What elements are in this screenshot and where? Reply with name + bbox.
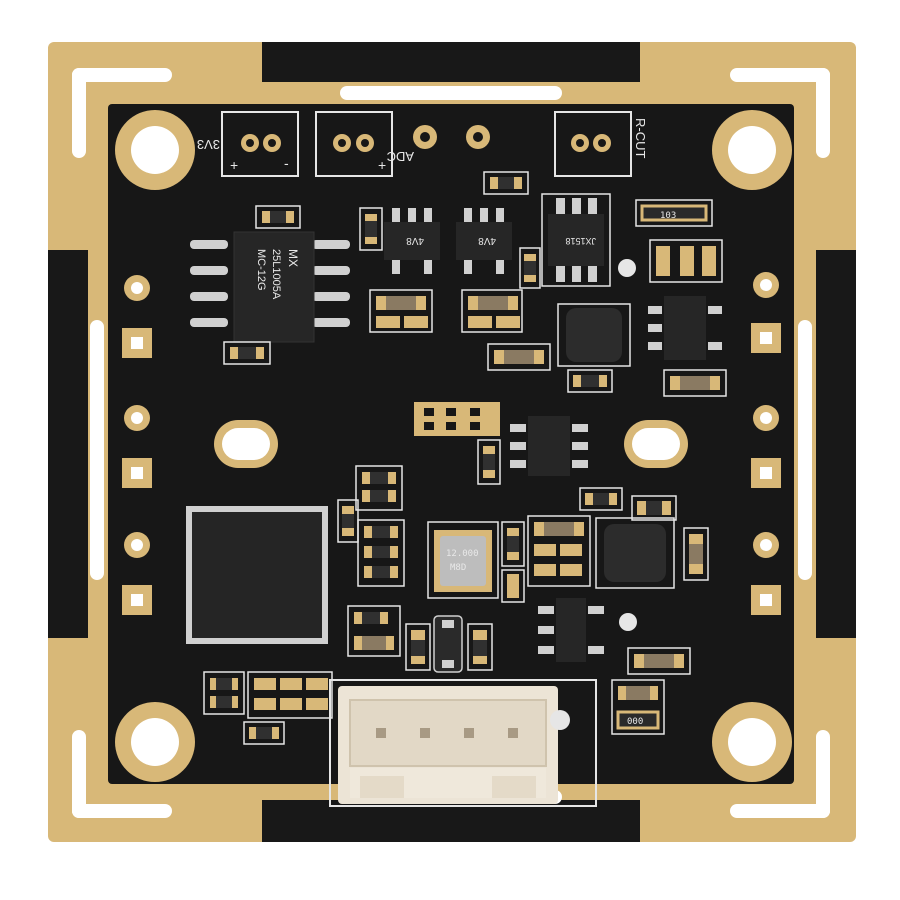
- via-hole: [473, 132, 483, 142]
- flash-chip: [190, 231, 350, 343]
- test-point: [619, 613, 637, 631]
- passive-components-center: [501, 487, 677, 603]
- flash-label-1: MX: [286, 249, 300, 267]
- sot-chip-a: [384, 208, 440, 274]
- resistor-000-label: 000: [627, 717, 643, 727]
- sot-chip-c: [541, 193, 611, 287]
- label-minus-left: -: [284, 155, 289, 171]
- via-hole: [420, 132, 430, 142]
- flash-label-2: 25L1005A: [270, 249, 282, 300]
- connector-icon: [329, 679, 597, 807]
- header-adc: [315, 111, 393, 177]
- slot-corner-br-v: [816, 730, 830, 818]
- slot-corner-bl-v: [72, 730, 86, 818]
- slot-corner-br-h: [730, 804, 830, 818]
- oval-cutout: [624, 420, 688, 468]
- label-3v3: 3V3: [197, 137, 220, 152]
- crystal-label-1: 12.000: [446, 549, 479, 559]
- smd-parts-top: [230, 177, 720, 390]
- header-3v3: [221, 111, 299, 177]
- cap-vertical: [477, 439, 501, 485]
- slot-corner-tl-h: [72, 68, 172, 82]
- slot-corner-tl-v: [72, 68, 86, 158]
- inductor-icon: [557, 303, 631, 367]
- crystal-icon: [427, 521, 499, 599]
- mounting-hole-icon: [712, 110, 792, 190]
- sot-b-label: 4V8: [478, 235, 496, 246]
- passive-components-right-lower: [611, 647, 691, 735]
- frame-strip-top: [262, 42, 640, 82]
- slot-left: [90, 320, 104, 580]
- slot-top: [340, 86, 562, 100]
- passive-components-lower: [347, 605, 493, 673]
- qfn-chip-icon: [186, 506, 328, 644]
- slot-corner-bl-h: [72, 804, 172, 818]
- resistor-103-label: 103: [660, 211, 676, 221]
- cap-vertical-right: [683, 527, 709, 581]
- slot-corner-tr-h: [730, 68, 830, 82]
- side-pads-right: [751, 272, 781, 615]
- regulator-chip: [510, 416, 588, 476]
- slot-right: [798, 320, 812, 580]
- inductor-icon: [595, 517, 675, 589]
- sot-c-label: JX1518: [565, 236, 596, 246]
- test-pad-cluster: [414, 402, 500, 436]
- mounting-hole-icon: [115, 702, 195, 782]
- transistor-right: [648, 296, 722, 360]
- passive-components-bottom-left: [203, 671, 333, 745]
- frame-strip-left: [48, 250, 88, 638]
- side-pads-left: [122, 275, 152, 615]
- label-plus-left: +: [230, 157, 238, 173]
- flash-label-3: MC-12G: [255, 249, 267, 291]
- label-adc: ADC: [387, 149, 414, 164]
- sot-a-label: 4V8: [406, 235, 424, 246]
- label-rcut: R-CUT: [633, 118, 648, 158]
- crystal-label-2: M8D: [450, 563, 466, 573]
- mounting-hole-icon: [712, 702, 792, 782]
- frame-strip-right: [816, 250, 856, 638]
- passive-components-mid: [337, 465, 405, 587]
- mounting-hole-icon: [115, 110, 195, 190]
- oval-cutout: [214, 420, 278, 468]
- slot-corner-tr-v: [816, 68, 830, 158]
- header-rcut: [554, 111, 632, 177]
- test-point: [618, 259, 636, 277]
- transistor-lower: [538, 598, 604, 662]
- label-plus-mid: +: [378, 157, 386, 173]
- sot-chip-b: [456, 208, 512, 274]
- passive-components-top: [223, 171, 727, 397]
